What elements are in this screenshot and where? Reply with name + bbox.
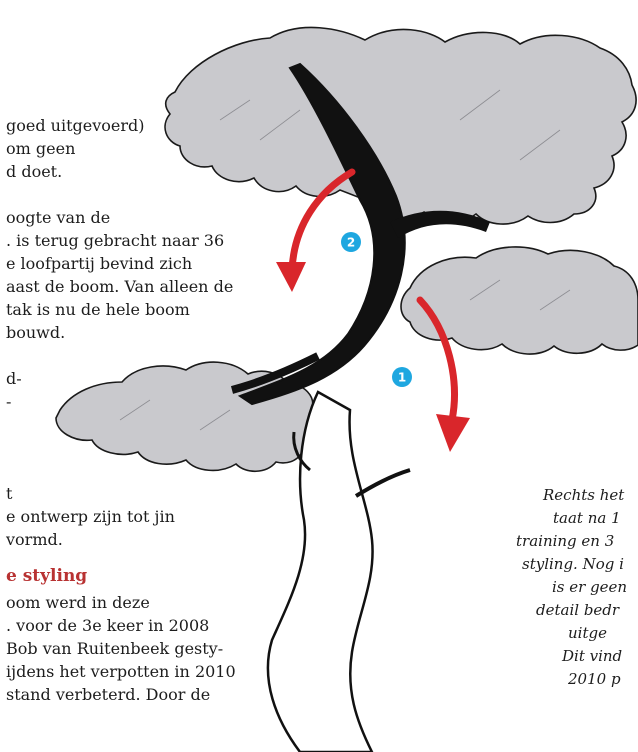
text-line: d doet.: [6, 161, 62, 183]
caption-line: is er geen: [552, 576, 627, 598]
text-line: aast de boom. Van alleen de: [6, 276, 233, 298]
text-line: oogte van de: [6, 207, 110, 229]
badge-2-label: 2: [347, 236, 355, 250]
text-line: vormd.: [6, 529, 63, 551]
text-line: t: [6, 483, 12, 505]
caption-line: taat na 1: [553, 507, 621, 529]
text-line: ijdens het verpotten in 2010: [6, 661, 236, 683]
arrow-2-head: [276, 262, 306, 292]
text-line: . voor de 3e keer in 2008: [6, 615, 209, 637]
text-line: goed uitgevoerd): [6, 115, 145, 137]
caption-line: styling. Nog i: [522, 553, 624, 575]
caption-line: detail bedr: [536, 599, 619, 621]
arrow-1-head: [436, 414, 470, 452]
foliage-pad-right: [401, 247, 638, 354]
text-line: -: [6, 391, 11, 413]
caption-line: Dit vind: [562, 645, 622, 667]
text-line: . is terug gebracht naar 36: [6, 230, 224, 252]
foliage-pad-left: [56, 362, 318, 471]
text-line: tak is nu de hele boom: [6, 299, 190, 321]
tree-branch-small-right: [356, 470, 410, 496]
text-line: bouwd.: [6, 322, 65, 344]
text-line: stand verbeterd. Door de: [6, 684, 210, 706]
text-line: d-: [6, 368, 22, 390]
text-line: e loofpartij bevind zich: [6, 253, 192, 275]
caption-line: Rechts het: [543, 484, 624, 506]
badge-1-label: 1: [398, 371, 406, 385]
foliage-pad-top: [165, 27, 636, 224]
caption-line: uitge: [568, 622, 607, 644]
caption-line: training en 3: [516, 530, 614, 552]
caption-line: 2010 p: [568, 668, 621, 690]
text-line: oom werd in deze: [6, 592, 150, 614]
text-line: e ontwerp zijn tot jin: [6, 506, 175, 528]
text-line: om geen: [6, 138, 75, 160]
text-line: Bob van Ruitenbeek gesty-: [6, 638, 223, 660]
section-heading: e styling: [6, 566, 87, 586]
